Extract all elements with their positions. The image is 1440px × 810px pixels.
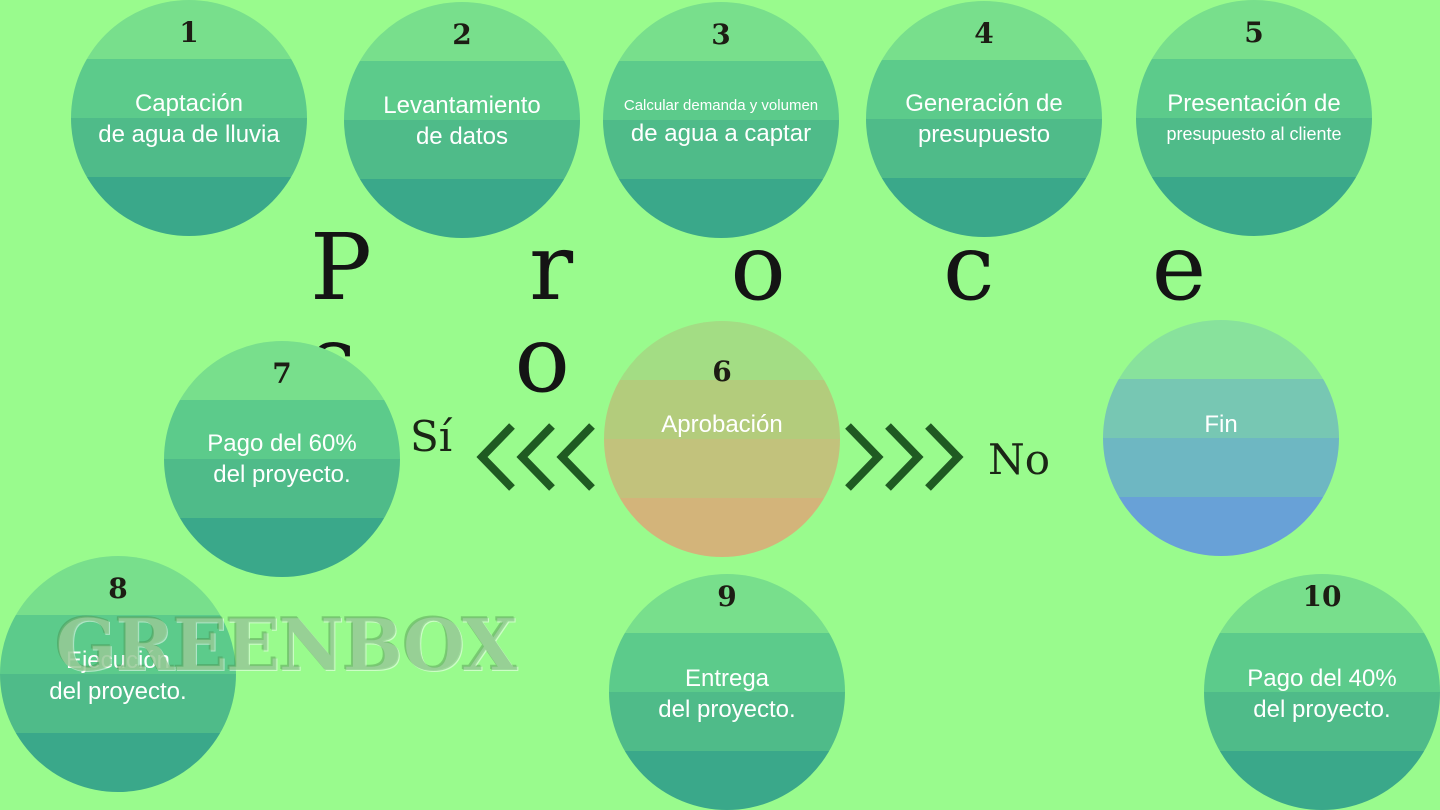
step-label-line: Pago del 40% [1247,665,1397,692]
step-label-line: Entrega [684,665,770,692]
step-label-line: Captación [134,90,244,117]
branch-no-label: No [988,435,1051,484]
step-number: 1 [179,16,199,49]
step-label: Generación de presupuesto [866,88,1102,150]
step-8-circle: 8 Ejecución del proyecto. [0,556,236,792]
step-label-line: presupuesto al cliente [1166,124,1342,144]
step-label: Pago del 40% del proyecto. [1204,663,1440,725]
step-number: 2 [452,18,472,51]
end-label-line: Fin [1204,411,1238,438]
chevron-left-icon [476,423,595,491]
watermark-logo: GREENBOX [55,602,517,687]
step-label-line: del proyecto. [658,696,796,723]
step-number: 7 [272,357,292,390]
step-1-circle: 1 Captación de agua de lluvia [71,0,307,236]
step-6-circle: 6 Aprobación [604,321,840,557]
step-label-line: Ejecución [65,647,171,674]
step-label: Entrega del proyecto. [609,663,845,725]
step-label: Pago del 60% del proyecto. [164,428,400,490]
end-label: Fin [1103,409,1339,440]
step-label-line: Levantamiento [383,92,541,119]
step-label-line: Generación de [905,90,1063,117]
step-label-line: de datos [415,123,509,150]
step-label: Calcular demanda y volumen de agua a cap… [603,94,839,149]
step-number: 3 [711,18,731,51]
step-label-line: Pago del 60% [207,430,357,457]
chevron-right-icon [845,423,964,491]
step-3-circle: 3 Calcular demanda y volumen de agua a c… [603,2,839,238]
step-label: Ejecución del proyecto. [0,645,236,707]
step-label-line: del proyecto. [213,461,351,488]
step-4-circle: 4 Generación de presupuesto [866,1,1102,237]
step-number: 4 [974,17,994,50]
step-number: 10 [1302,580,1342,613]
step-label-line: Calcular demanda y volumen [623,97,819,114]
step-label: Aprobación [604,409,840,440]
step-label-line: del proyecto. [49,678,187,705]
step-9-circle: 9 Entrega del proyecto. [609,574,845,810]
branch-yes-label: Sí [410,412,453,461]
step-label-line: del proyecto. [1253,696,1391,723]
step-number: 8 [108,572,128,605]
step-7-circle: 7 Pago del 60% del proyecto. [164,341,400,577]
end-circle: Fin [1103,320,1339,556]
step-label-line: Presentación de [1167,90,1341,117]
step-label: Captación de agua de lluvia [71,88,307,150]
step-label: Levantamiento de datos [344,90,580,152]
step-label-line: Aprobación [661,411,783,438]
step-number: 9 [717,580,737,613]
step-label-line: de agua a captar [630,120,812,147]
step-label-line: presupuesto [917,121,1051,148]
step-2-circle: 2 Levantamiento de datos [344,2,580,238]
step-number: 6 [712,355,732,388]
step-label-line: de agua de lluvia [98,121,280,148]
step-label: Presentación de presupuesto al cliente [1136,88,1372,150]
step-number: 5 [1244,16,1264,49]
step-10-circle: 10 Pago del 40% del proyecto. [1204,574,1440,810]
page-title: P r o c e s o [310,214,1271,413]
step-5-circle: 5 Presentación de presupuesto al cliente [1136,0,1372,236]
